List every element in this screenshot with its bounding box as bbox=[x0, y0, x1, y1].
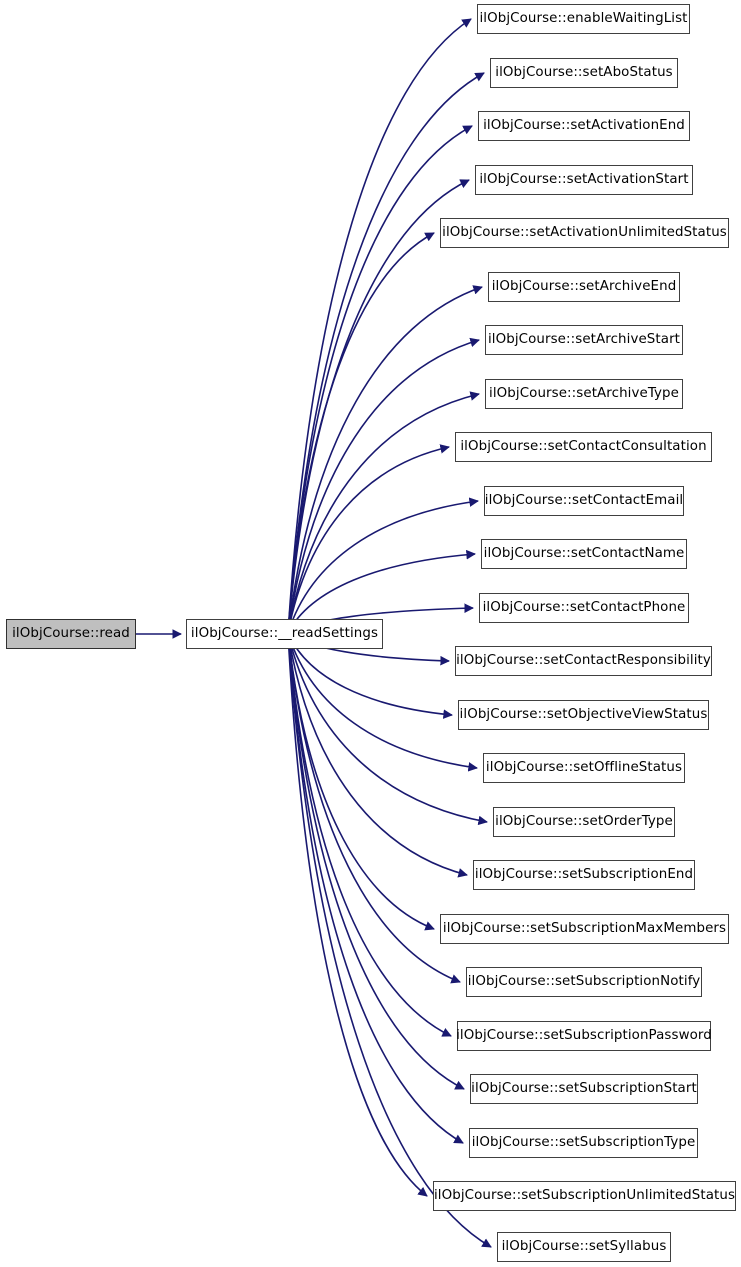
call-edge bbox=[287, 125, 473, 634]
node-target[interactable]: ilObjCourse::setSubscriptionEnd bbox=[473, 860, 695, 890]
node-label: ilObjCourse::setArchiveStart bbox=[487, 332, 681, 348]
node-label: ilObjCourse::read bbox=[12, 626, 130, 642]
node-label: ilObjCourse::setSyllabus bbox=[501, 1239, 667, 1255]
node-label: ilObjCourse::__readSettings bbox=[190, 626, 379, 642]
node-label: ilObjCourse::setSubscriptionUnlimitedSta… bbox=[433, 1188, 736, 1204]
node-target[interactable]: ilObjCourse::setActivationStart bbox=[475, 165, 693, 195]
node-target[interactable]: ilObjCourse::setSubscriptionStart bbox=[470, 1074, 698, 1104]
node-target[interactable]: ilObjCourse::setSubscriptionUnlimitedSta… bbox=[433, 1181, 736, 1211]
node-target[interactable]: ilObjCourse::setContactConsultation bbox=[455, 432, 712, 462]
node-target[interactable]: ilObjCourse::setActivationUnlimitedStatu… bbox=[440, 218, 729, 248]
call-edge bbox=[287, 632, 435, 931]
call-edge bbox=[287, 391, 480, 634]
call-edge bbox=[287, 632, 428, 1197]
node-label: ilObjCourse::setSubscriptionType bbox=[471, 1135, 696, 1151]
call-edge bbox=[287, 72, 485, 634]
call-edge bbox=[287, 232, 435, 634]
node-label: ilObjCourse::setSubscriptionEnd bbox=[474, 867, 694, 883]
node-ilobjcourse-readsettings[interactable]: ilObjCourse::__readSettings bbox=[186, 619, 383, 649]
node-target[interactable]: ilObjCourse::setAboStatus bbox=[490, 58, 678, 88]
call-edge bbox=[287, 632, 468, 878]
node-target[interactable]: ilObjCourse::setOrderType bbox=[493, 807, 675, 837]
node-label: ilObjCourse::setArchiveEnd bbox=[491, 279, 677, 295]
node-label: ilObjCourse::setContactPhone bbox=[482, 600, 686, 616]
node-target[interactable]: ilObjCourse::setOfflineStatus bbox=[483, 753, 685, 783]
call-edge bbox=[287, 497, 479, 634]
node-label: ilObjCourse::setContactEmail bbox=[484, 493, 684, 509]
call-edge bbox=[287, 337, 480, 634]
node-label: ilObjCourse::setArchiveType bbox=[489, 386, 679, 402]
call-edge bbox=[287, 285, 483, 634]
node-label: ilObjCourse::setSubscriptionPassword bbox=[456, 1028, 712, 1044]
node-label: ilObjCourse::setSubscriptionStart bbox=[471, 1081, 697, 1097]
node-target[interactable]: ilObjCourse::setArchiveEnd bbox=[488, 272, 680, 302]
node-target[interactable]: ilObjCourse::setActivationEnd bbox=[478, 111, 690, 141]
node-label: ilObjCourse::setOfflineStatus bbox=[485, 760, 683, 776]
call-edge bbox=[287, 632, 461, 984]
node-label: ilObjCourse::setObjectiveViewStatus bbox=[459, 707, 708, 723]
node-target[interactable]: ilObjCourse::setContactResponsibility bbox=[455, 646, 712, 676]
node-target[interactable]: ilObjCourse::setObjectiveViewStatus bbox=[458, 700, 709, 730]
node-label: ilObjCourse::enableWaitingList bbox=[479, 11, 688, 27]
call-edge bbox=[287, 632, 478, 772]
node-target[interactable]: ilObjCourse::setSyllabus bbox=[497, 1232, 671, 1262]
node-label: ilObjCourse::setActivationUnlimitedStatu… bbox=[442, 225, 727, 241]
call-edge bbox=[287, 632, 452, 1037]
node-label: ilObjCourse::setSubscriptionMaxMembers bbox=[442, 921, 727, 937]
node-label: ilObjCourse::setOrderType bbox=[495, 814, 673, 830]
node-label: ilObjCourse::setContactConsultation bbox=[460, 439, 707, 455]
node-target[interactable]: ilObjCourse::enableWaitingList bbox=[477, 4, 690, 34]
node-ilobjcourse-read[interactable]: ilObjCourse::read bbox=[6, 619, 136, 649]
node-target[interactable]: ilObjCourse::setContactName bbox=[481, 539, 687, 569]
node-target[interactable]: ilObjCourse::setArchiveType bbox=[485, 379, 683, 409]
call-edge bbox=[287, 632, 464, 1144]
node-label: ilObjCourse::setActivationStart bbox=[479, 172, 689, 188]
node-target[interactable]: ilObjCourse::setContactPhone bbox=[479, 593, 689, 623]
node-label: ilObjCourse::setAboStatus bbox=[495, 65, 673, 81]
node-target[interactable]: ilObjCourse::setContactEmail bbox=[484, 486, 684, 516]
node-label: ilObjCourse::setActivationEnd bbox=[483, 118, 685, 134]
node-target[interactable]: ilObjCourse::setSubscriptionType bbox=[469, 1128, 698, 1158]
node-target[interactable]: ilObjCourse::setSubscriptionMaxMembers bbox=[440, 914, 729, 944]
node-target[interactable]: ilObjCourse::setArchiveStart bbox=[485, 325, 683, 355]
node-label: ilObjCourse::setContactName bbox=[483, 546, 685, 562]
node-target[interactable]: ilObjCourse::setSubscriptionPassword bbox=[456, 1021, 712, 1051]
node-target[interactable]: ilObjCourse::setSubscriptionNotify bbox=[466, 967, 702, 997]
node-label: ilObjCourse::setSubscriptionNotify bbox=[467, 974, 701, 990]
node-label: ilObjCourse::setContactResponsibility bbox=[456, 653, 711, 669]
call-edge bbox=[287, 18, 472, 634]
call-edge bbox=[287, 632, 465, 1090]
call-edge bbox=[287, 444, 450, 634]
